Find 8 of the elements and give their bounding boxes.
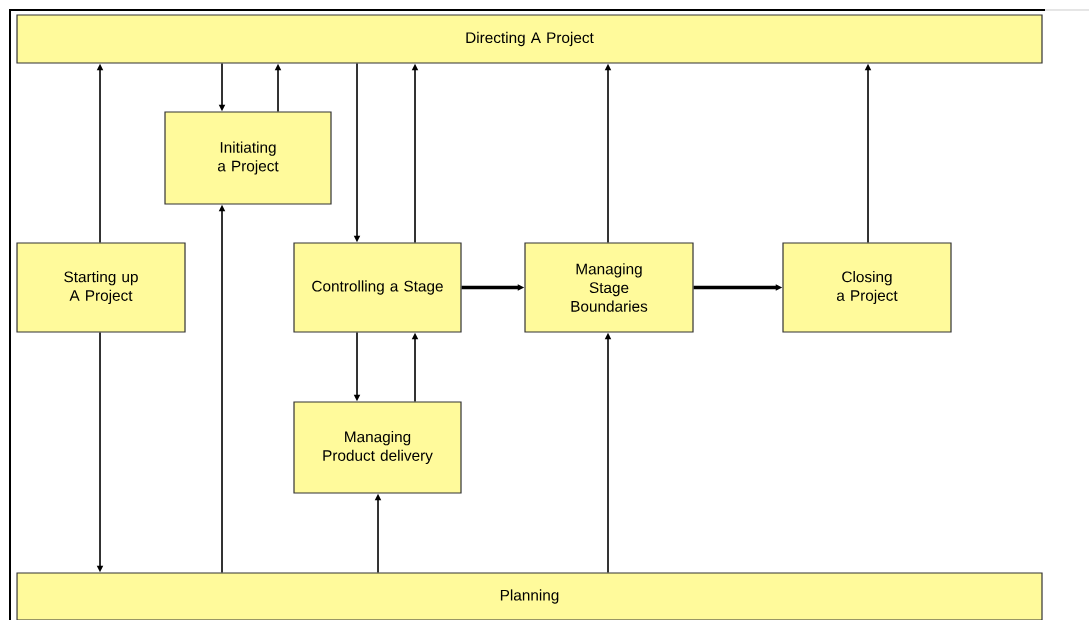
- band-box: Planning: [16, 572, 1043, 620]
- process-box: Starting up A Project: [16, 242, 186, 333]
- process-box: Closing a Project: [782, 242, 952, 333]
- process-box: Controlling a Stage: [293, 242, 462, 333]
- process-box: Managing Product delivery: [293, 401, 462, 494]
- process-box: Initiating a Project: [164, 111, 332, 205]
- band-box: Directing A Project: [16, 14, 1043, 64]
- process-box: Managing Stage Boundaries: [524, 242, 694, 333]
